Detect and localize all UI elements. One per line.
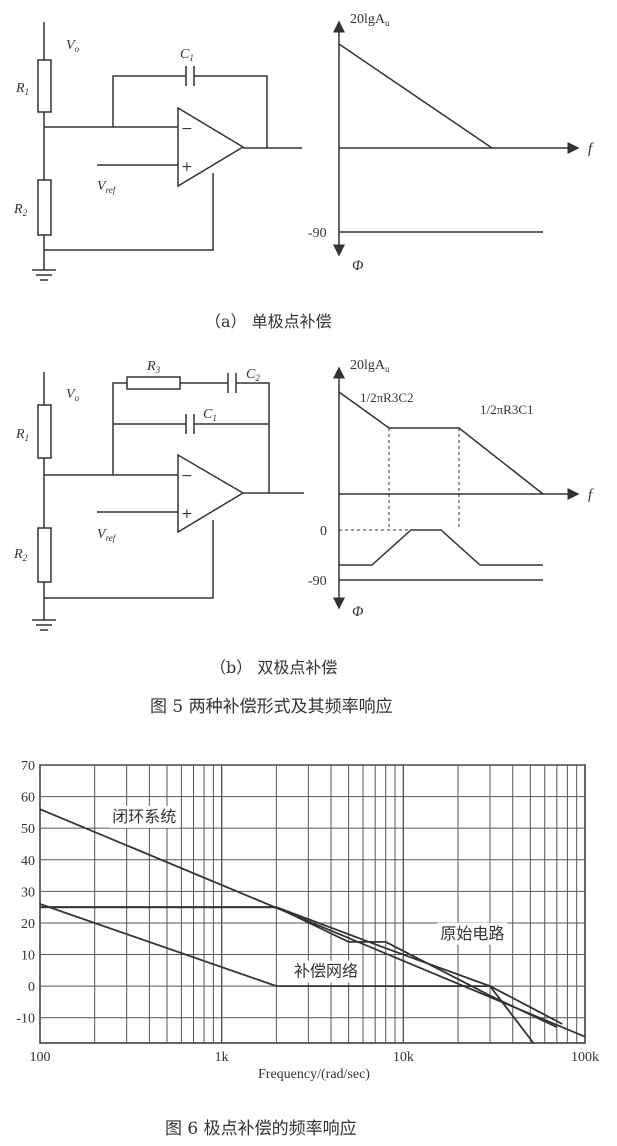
label-vo-a: Vo	[66, 38, 80, 54]
phase-level-label-a: -90	[308, 226, 327, 241]
phase-axis-label-b: Φ	[352, 604, 364, 620]
label-r2-a: R2	[13, 202, 28, 218]
caption-5a: （a） 单极点补偿	[205, 312, 332, 331]
resistor-r1-a	[37, 59, 52, 113]
phase-axis-label-a: Φ	[352, 258, 364, 274]
label-r1-a: R1	[15, 81, 29, 97]
corner-label-1: 1/2πR3C2	[360, 390, 414, 405]
series-line-1	[39, 808, 586, 1038]
label-c1-b: C1	[203, 407, 217, 423]
label-r1-b: R1	[15, 427, 29, 443]
annotation-bg	[437, 922, 508, 945]
y-tick-label: 10	[21, 949, 35, 964]
caption-5b: （b） 双极点补偿	[210, 658, 338, 677]
phase-curve-b	[339, 529, 543, 566]
y-tick-label: 60	[21, 791, 35, 806]
label-r2-b: R2	[13, 547, 28, 563]
gain-axis-label-a: 20lgAu	[350, 12, 390, 28]
label-plus-b: +	[181, 506, 193, 522]
circuit-a	[32, 22, 302, 281]
gain-curve-b	[338, 391, 544, 495]
label-vref-a: Vref	[97, 179, 117, 195]
gain-axis-label-b: 20lgAu	[350, 358, 390, 374]
x-axis-label: Frequency/(rad/sec)	[258, 1067, 370, 1082]
y-tick-label: 20	[21, 917, 35, 932]
figure-5-caption: 图 5 两种补偿形式及其频率响应	[150, 697, 393, 717]
series-line-3	[39, 903, 535, 1044]
annotation-bg	[290, 960, 361, 983]
x-tick-label: 100	[30, 1050, 51, 1065]
y-tick-label: -10	[16, 1012, 35, 1027]
resistor-r2-a	[37, 179, 52, 236]
phase-level-label-b: -90	[308, 574, 327, 589]
x-tick-label: 100k	[571, 1050, 599, 1065]
y-tick-label: 50	[21, 822, 35, 837]
y-tick-label: 30	[21, 885, 35, 900]
phase-zero-label-b: 0	[320, 524, 327, 539]
series-line-4	[40, 906, 558, 1029]
label-minus-a: −	[181, 121, 193, 137]
opamp-a	[177, 106, 245, 188]
resistor-r1-b	[37, 404, 52, 459]
figure-6-caption: 图 6 极点补偿的频率响应	[165, 1119, 357, 1139]
x-tick-label: 10k	[393, 1050, 414, 1065]
label-vref-b: Vref	[97, 527, 117, 543]
corner-label-2: 1/2πR3C1	[480, 402, 534, 417]
label-c2-b: C2	[246, 367, 260, 383]
bode-b	[333, 366, 580, 610]
label-vo-b: Vo	[66, 387, 80, 403]
opamp-b	[177, 453, 245, 534]
circuit-b	[32, 372, 304, 631]
annotation-label: 原始电路	[440, 924, 504, 943]
label-c1-a: C1	[180, 47, 194, 63]
freq-axis-label-b: f	[588, 487, 594, 503]
y-tick-label: 0	[28, 980, 35, 995]
y-tick-label: 70	[21, 759, 35, 774]
label-minus-b: −	[181, 468, 193, 484]
freq-axis-label-a: f	[588, 141, 594, 157]
y-tick-label: 40	[21, 854, 35, 869]
label-plus-a: +	[181, 159, 193, 175]
label-r3-b: R3	[146, 359, 161, 375]
x-tick-label: 1k	[215, 1050, 229, 1065]
gain-curve-a	[338, 43, 493, 149]
annotation-label: 闭环系统	[112, 807, 176, 826]
chart-series	[39, 808, 586, 1044]
bode-a	[333, 20, 580, 257]
resistor-r2-b	[37, 527, 52, 583]
annotation-label: 补偿网络	[294, 962, 358, 981]
resistor-r3-b	[126, 376, 181, 390]
annotation-bg	[109, 805, 180, 828]
